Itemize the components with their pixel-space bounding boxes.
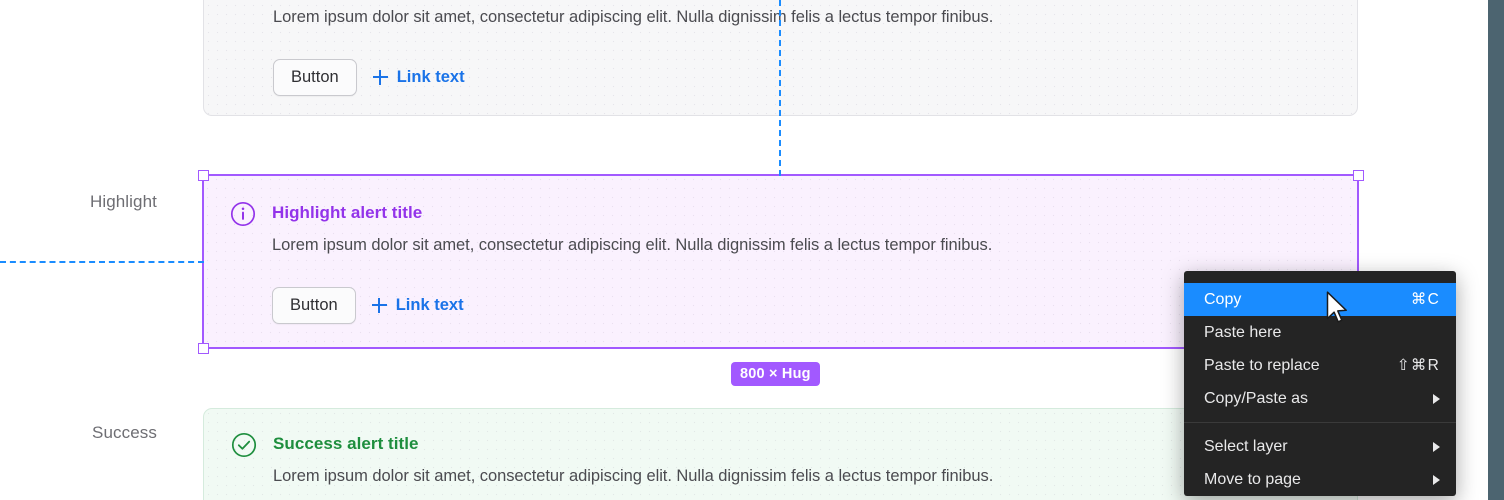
menu-item-copy-paste-as[interactable]: Copy/Paste as: [1184, 382, 1456, 415]
right-panel-strip: [1488, 0, 1504, 500]
menu-separator: [1184, 422, 1456, 423]
menu-item-label: Paste here: [1204, 323, 1282, 341]
alert-button-highlight[interactable]: Button: [272, 287, 356, 324]
alert-body-highlight: Lorem ipsum dolor sit amet, consectetur …: [272, 236, 993, 254]
menu-item-paste-here[interactable]: Paste here: [1184, 316, 1456, 349]
selection-edge-bottom: [202, 347, 1359, 349]
alert-link-label-neutral: Link text: [396, 68, 465, 86]
alert-actions-highlight[interactable]: Button Link text: [272, 287, 464, 324]
menu-item-shortcut: ⇧⌘R: [1396, 357, 1440, 374]
menu-item-select-layer[interactable]: Select layer: [1184, 430, 1456, 463]
alert-actions-neutral[interactable]: Button Link text: [273, 59, 465, 96]
chevron-right-icon: [1433, 474, 1440, 485]
menu-item-label: Copy: [1204, 290, 1242, 308]
chevron-right-icon: [1433, 441, 1440, 452]
plus-icon: [372, 70, 388, 85]
menu-item-label: Copy/Paste as: [1204, 389, 1309, 407]
alert-link-label-highlight: Link text: [395, 296, 464, 314]
menu-item-label: Select layer: [1204, 437, 1288, 455]
plus-icon: [371, 298, 387, 313]
menu-item-shortcut: ⌘C: [1410, 291, 1440, 308]
menu-item-label: Move to page: [1204, 470, 1301, 488]
alert-title-highlight: Highlight alert title: [272, 203, 423, 222]
alert-link-highlight[interactable]: Link text: [371, 296, 464, 315]
row-label-success: Success: [92, 423, 157, 442]
alert-link-neutral[interactable]: Link text: [372, 68, 465, 87]
selection-handle-bottom-left[interactable]: [198, 343, 209, 354]
context-menu[interactable]: Copy ⌘C Paste here Paste to replace ⇧⌘R …: [1184, 271, 1456, 496]
alert-button-neutral[interactable]: Button: [273, 59, 357, 96]
selection-handle-top-left[interactable]: [198, 170, 209, 181]
selection-edge-right: [1357, 174, 1359, 349]
menu-item-label: Paste to replace: [1204, 356, 1320, 374]
alert-body-neutral: Lorem ipsum dolor sit amet, consectetur …: [273, 8, 994, 26]
alert-body-success: Lorem ipsum dolor sit amet, consectetur …: [273, 467, 994, 485]
check-circle-icon: [231, 432, 257, 458]
info-circle-icon: [230, 201, 256, 227]
menu-item-copy[interactable]: Copy ⌘C: [1184, 283, 1456, 316]
menu-item-paste-to-replace[interactable]: Paste to replace ⇧⌘R: [1184, 349, 1456, 382]
smart-guide-horizontal: [0, 261, 204, 263]
chevron-right-icon: [1433, 393, 1440, 404]
alert-title-success: Success alert title: [273, 434, 419, 453]
row-label-highlight: Highlight: [89, 192, 157, 211]
selection-handle-top-right[interactable]: [1353, 170, 1364, 181]
menu-item-move-to-page[interactable]: Move to page: [1184, 463, 1456, 496]
selection-size-badge: 800 × Hug: [731, 362, 820, 386]
smart-guide-vertical: [779, 0, 781, 176]
